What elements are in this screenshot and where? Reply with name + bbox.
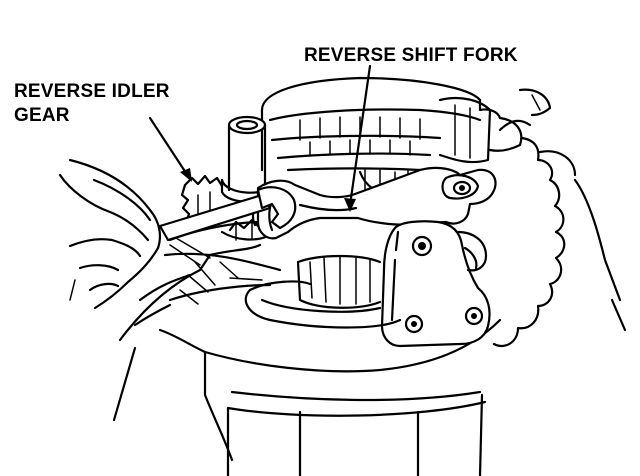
reverse-idler-gear-label: REVERSE IDLER GEAR xyxy=(14,80,170,128)
reverse-idler-gear-leader xyxy=(148,116,190,178)
reverse-shift-fork-label: REVERSE SHIFT FORK xyxy=(304,45,518,66)
countershaft-gear xyxy=(244,254,402,329)
fork-bracket-plate xyxy=(380,220,491,348)
lower-leader-lines xyxy=(112,298,627,422)
reverse-idler-gear-label-line1: REVERSE IDLER xyxy=(14,81,170,102)
reverse-idler-gear-arrowhead xyxy=(180,168,192,182)
callout-leaders xyxy=(148,64,372,212)
transmission-case xyxy=(118,119,622,476)
reverse-shift-fork-arrowhead xyxy=(344,198,356,212)
reverse-shift-fork-leader xyxy=(348,64,372,207)
wrench-and-hand xyxy=(58,158,297,310)
reverse-idler-gear-label-line2: GEAR xyxy=(14,105,70,126)
